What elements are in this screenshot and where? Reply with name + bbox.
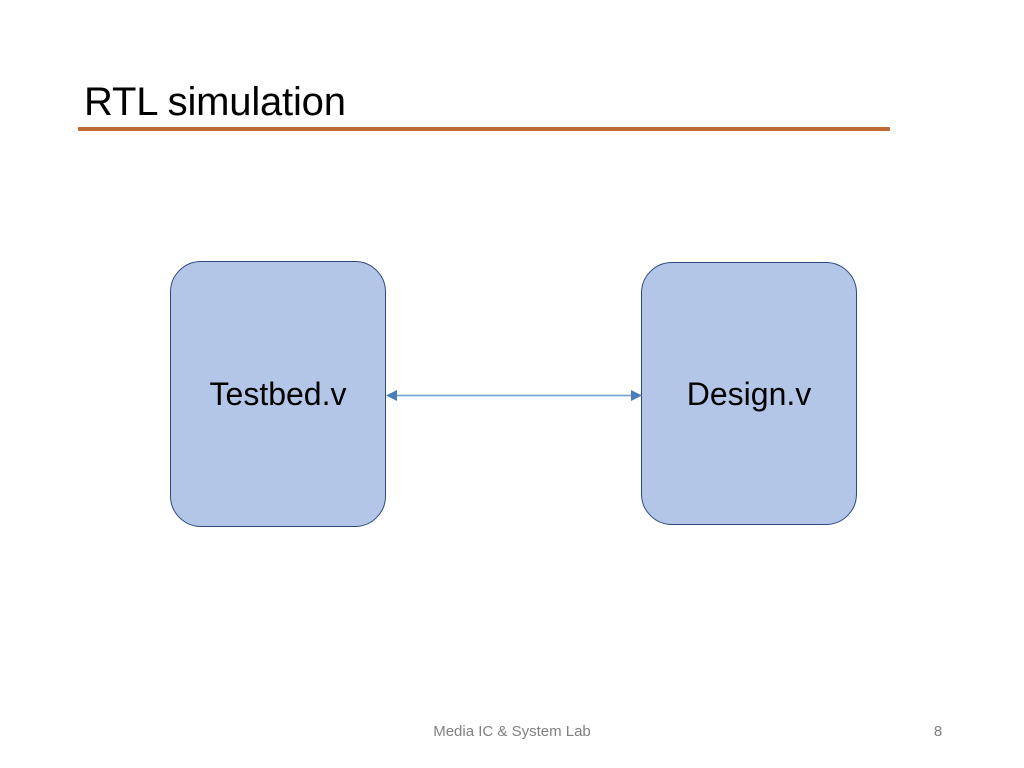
diagram-node-testbed-label: Testbed.v xyxy=(209,376,347,412)
page-title: RTL simulation xyxy=(84,79,346,124)
title-underline-rule xyxy=(78,127,890,131)
footer-label: Media IC & System Lab xyxy=(433,723,591,740)
page-number: 8 xyxy=(933,723,943,740)
diagram-node-design[interactable]: Design.v xyxy=(641,262,857,525)
diagram-node-testbed[interactable]: Testbed.v xyxy=(170,261,386,527)
double-arrow-icon xyxy=(386,390,642,401)
connector-testbed-design[interactable] xyxy=(380,380,648,412)
diagram-node-design-label: Design.v xyxy=(686,375,812,412)
